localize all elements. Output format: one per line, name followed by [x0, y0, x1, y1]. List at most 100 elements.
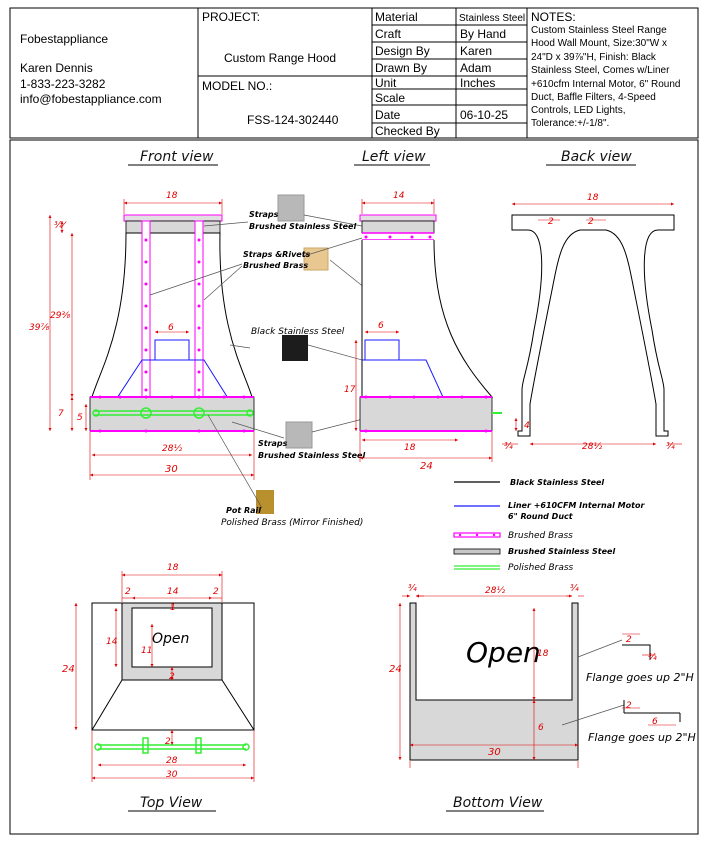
- spec-value: By Hand: [460, 27, 506, 41]
- dim-label: 14: [106, 637, 118, 647]
- dim-label: 2: [213, 587, 219, 597]
- dim-label: 24: [420, 461, 433, 472]
- notes-line: Duct, Baffle Filters, 4-Speed: [531, 92, 656, 103]
- black-stainless-swatch: [282, 335, 308, 361]
- front-view-title: Front view: [140, 149, 214, 165]
- callout-label: Brushed Brass: [243, 261, 308, 270]
- spec-label: Drawn By: [375, 61, 427, 75]
- dim-label: 1: [170, 603, 176, 613]
- dim-label: 6: [652, 717, 658, 727]
- brushed-stainless-swatch: [277, 194, 305, 222]
- dim-label: 6: [538, 723, 544, 733]
- back-view: 18 2 2 4 28½ ¾ ¾: [502, 193, 682, 452]
- legend-label: Polished Brass: [508, 563, 574, 573]
- project-value: Custom Range Hood: [224, 51, 336, 65]
- legend-label: Brushed Stainless Steel: [508, 547, 615, 556]
- dim-label: 30: [165, 464, 178, 475]
- spec-label: Material: [375, 10, 418, 24]
- dim-label: 30: [166, 770, 178, 780]
- legend-label: Brushed Brass: [508, 531, 573, 541]
- top-view: Open 18 2 14 2 1 24 14 11: [62, 563, 255, 782]
- dim-label: 18: [537, 649, 549, 659]
- dim-label: 18: [404, 443, 416, 453]
- legend-label: 6" Round Duct: [508, 512, 574, 521]
- notes-line: Hood Wall Mount, Size:30"W x: [531, 38, 667, 49]
- left-view-title: Left view: [362, 149, 426, 165]
- notes-line: +610cfm Internal Motor, 6" Round: [531, 79, 680, 90]
- dim-label: 2: [548, 217, 554, 227]
- dim-label: 6: [168, 323, 174, 333]
- dim-label: ¾: [570, 584, 579, 594]
- notes-label: NOTES:: [531, 10, 576, 24]
- callout-label: Straps: [258, 439, 288, 448]
- dim-label: 2: [588, 217, 594, 227]
- dim-label: ¾: [666, 442, 675, 452]
- spec-label: Unit: [375, 76, 397, 90]
- dim-label: 5: [77, 413, 83, 423]
- bottom-view-title: Bottom View: [453, 795, 543, 811]
- dim-label: 30: [488, 747, 501, 758]
- dim-label: 24: [389, 664, 402, 675]
- notes-line: 24"D x 39⅞"H, Finish: Black: [531, 52, 657, 63]
- dim-label: ¾⁄: [54, 221, 67, 231]
- dim-label: 29⅜: [50, 311, 70, 321]
- spec-value: Stainless Steel: [459, 13, 525, 24]
- legend-label: Liner +610CFM Internal Motor: [508, 501, 645, 510]
- dim-label: 39⅞: [29, 323, 49, 333]
- callout-label: Straps: [249, 210, 279, 219]
- polished-brass-swatch: [256, 490, 274, 514]
- callout-label: Polished Brass (Mirror Finished): [221, 518, 363, 528]
- open-label: Open: [466, 636, 541, 669]
- contact-phone: 1-833-223-3282: [20, 77, 106, 91]
- model-label: MODEL NO.:: [202, 79, 272, 93]
- dim-label: 6: [378, 321, 384, 331]
- open-label: Open: [152, 631, 189, 647]
- dim-label: 24: [62, 664, 75, 675]
- spec-label: Checked By: [375, 124, 440, 138]
- notes-line: Tolerance:+/-1/8".: [531, 118, 609, 129]
- dim-label: 2: [169, 672, 175, 682]
- flange-note: Flange goes up 2"H: [588, 731, 696, 744]
- spec-label: Date: [375, 108, 401, 122]
- bottom-view: Open ¾ 28½ ¾ 24 18 6 30: [389, 584, 696, 768]
- dim-label: 28½: [485, 586, 505, 596]
- dim-label: 18: [167, 563, 179, 573]
- notes-line: Controls, LED Lights,: [531, 105, 626, 116]
- dim-label: 4: [524, 421, 530, 431]
- spec-table: Material Stainless Steel Craft By Hand D…: [375, 10, 525, 138]
- left-view: 14 6 17 18 24: [344, 191, 502, 472]
- dim-label: 17: [344, 385, 356, 395]
- legend-swatch: [453, 548, 501, 555]
- brushed-stainless-swatch: [285, 421, 313, 449]
- dim-label: 2: [125, 587, 131, 597]
- contact-email: info@fobestappliance.com: [20, 92, 162, 106]
- notes-line: Custom Stainless Steel Range: [531, 25, 667, 36]
- spec-label: Craft: [375, 27, 402, 41]
- dim-label: 28½: [582, 442, 602, 452]
- callout-label: Brushed Stainless Steel: [258, 451, 365, 460]
- contact-name: Karen Dennis: [20, 61, 93, 75]
- dim-label: 2: [626, 635, 632, 645]
- callout-label: Pot Rail: [226, 506, 261, 515]
- view-titles: Front view Left view Back view Top View …: [128, 149, 636, 812]
- spec-value: Inches: [460, 76, 495, 90]
- spec-value: Adam: [460, 61, 491, 75]
- dim-label: 14: [393, 191, 405, 201]
- top-view-title: Top View: [140, 795, 203, 811]
- project-label: PROJECT:: [202, 10, 260, 24]
- dim-label: ¾: [504, 442, 513, 452]
- model-value: FSS-124-302440: [247, 113, 339, 127]
- callout-label: Black Stainless Steel: [251, 327, 345, 337]
- flange-note: Flange goes up 2"H: [586, 671, 694, 684]
- dim-label: 18: [587, 193, 599, 203]
- dim-label: ¾: [408, 584, 417, 594]
- legend: Black Stainless Steel Liner +610CFM Inte…: [453, 478, 645, 573]
- dim-label: 28: [166, 756, 178, 766]
- dim-label: 14: [167, 587, 179, 597]
- spec-label: Design By: [375, 44, 430, 58]
- dim-label: 2: [165, 737, 171, 747]
- title-block: [9, 7, 699, 835]
- dim-label: 7: [58, 409, 64, 419]
- back-view-title: Back view: [561, 149, 632, 165]
